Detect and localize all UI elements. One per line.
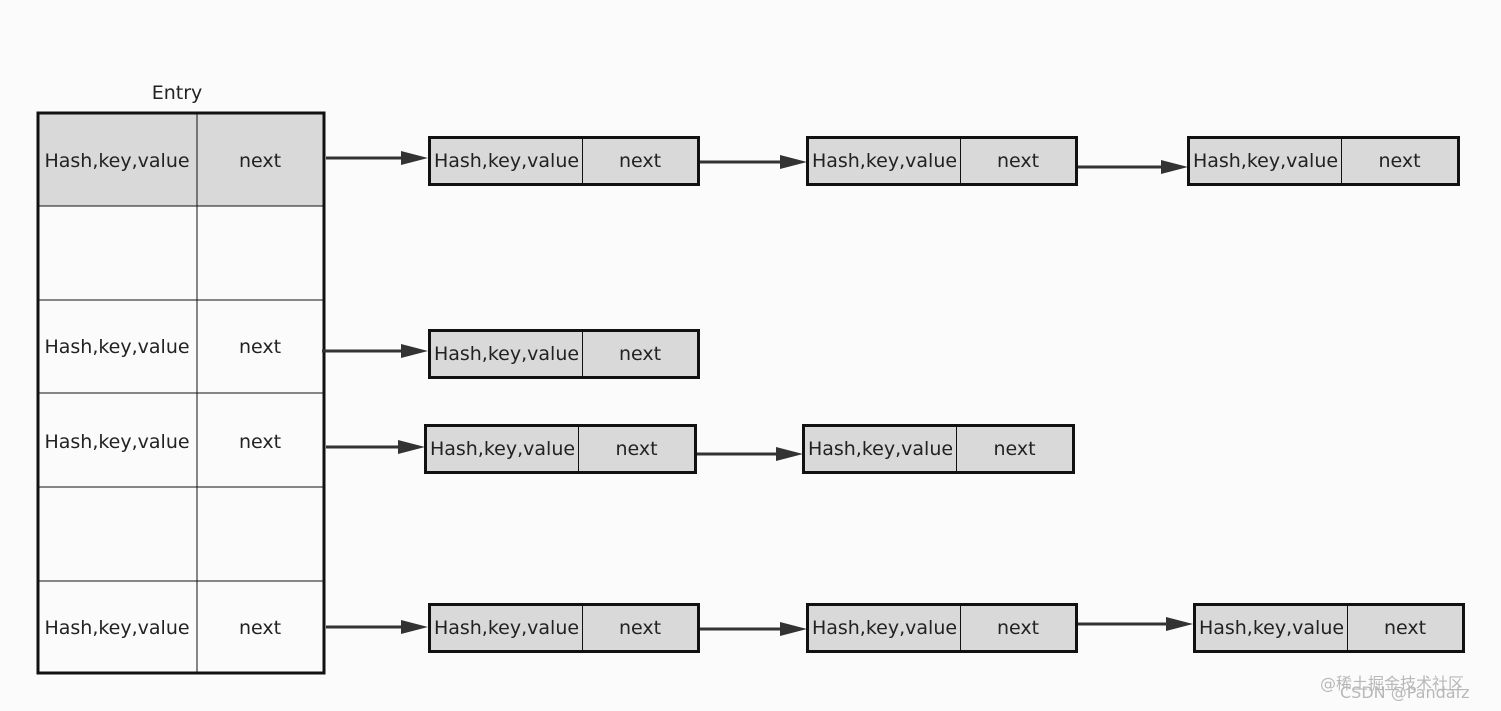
arrowhead — [1166, 617, 1193, 631]
watermark-line-2: CSDN @Pandafz — [1340, 683, 1470, 702]
node-next: next — [996, 617, 1040, 639]
entry-row-5-hkv: Hash,key,value — [44, 617, 190, 639]
entry-row-3-next: next — [238, 431, 282, 453]
node-next: next — [996, 150, 1040, 172]
node-next: next — [615, 438, 658, 460]
arrows — [322, 151, 1193, 636]
entry-row-0-bg — [38, 113, 324, 206]
chain-2-node-0: Hash,key,value next — [424, 424, 697, 474]
entry-row-2-hkv: Hash,key,value — [44, 336, 190, 358]
entry-row-2-next: next — [238, 336, 282, 358]
entry-row-5-next: next — [238, 617, 282, 639]
node-next: next — [1383, 617, 1427, 639]
chain-0-node-1: Hash,key,value next — [806, 136, 1078, 186]
node-next: next — [618, 150, 662, 172]
chain-3-node-1: Hash,key,value next — [806, 603, 1078, 653]
chain-0-node-0: Hash,key,value next — [428, 136, 700, 186]
arrowhead — [401, 620, 428, 634]
chain-3-node-2: Hash,key,value next — [1193, 603, 1465, 653]
watermark-line-1: @稀土掘金技术社区 — [1320, 674, 1465, 693]
entry-row-0-hkv: Hash,key,value — [44, 150, 190, 172]
node-next: next — [618, 617, 662, 639]
node-hkv: Hash,key,value — [809, 606, 961, 650]
chain-2-node-1: Hash,key,value next — [802, 424, 1075, 474]
node-hkv: Hash,key,value — [431, 606, 583, 650]
chain-0-node-2: Hash,key,value next — [1187, 136, 1460, 186]
arrowhead — [780, 622, 807, 636]
node-hkv: Hash,key,value — [431, 139, 583, 183]
entry-row-3-hkv: Hash,key,value — [44, 431, 190, 453]
entry-row-0-next: next — [238, 150, 282, 172]
arrowhead — [776, 447, 803, 461]
arrowhead — [1161, 160, 1188, 174]
node-hkv: Hash,key,value — [1190, 139, 1342, 183]
node-hkv: Hash,key,value — [427, 427, 579, 471]
node-next: next — [1378, 150, 1421, 172]
node-hkv: Hash,key,value — [805, 427, 957, 471]
node-hkv: Hash,key,value — [431, 332, 583, 376]
arrowhead — [398, 440, 425, 454]
node-hkv: Hash,key,value — [1196, 606, 1348, 650]
entry-title: Entry — [151, 82, 203, 104]
node-next: next — [993, 438, 1036, 460]
arrowhead — [401, 344, 428, 358]
arrowhead — [780, 155, 807, 169]
entry-table-border — [36, 111, 326, 675]
arrowhead — [401, 151, 428, 165]
node-hkv: Hash,key,value — [809, 139, 961, 183]
chain-1-node-0: Hash,key,value next — [428, 329, 700, 379]
entry-table — [36, 111, 326, 675]
chain-3-node-0: Hash,key,value next — [428, 603, 700, 653]
node-next: next — [618, 343, 662, 365]
